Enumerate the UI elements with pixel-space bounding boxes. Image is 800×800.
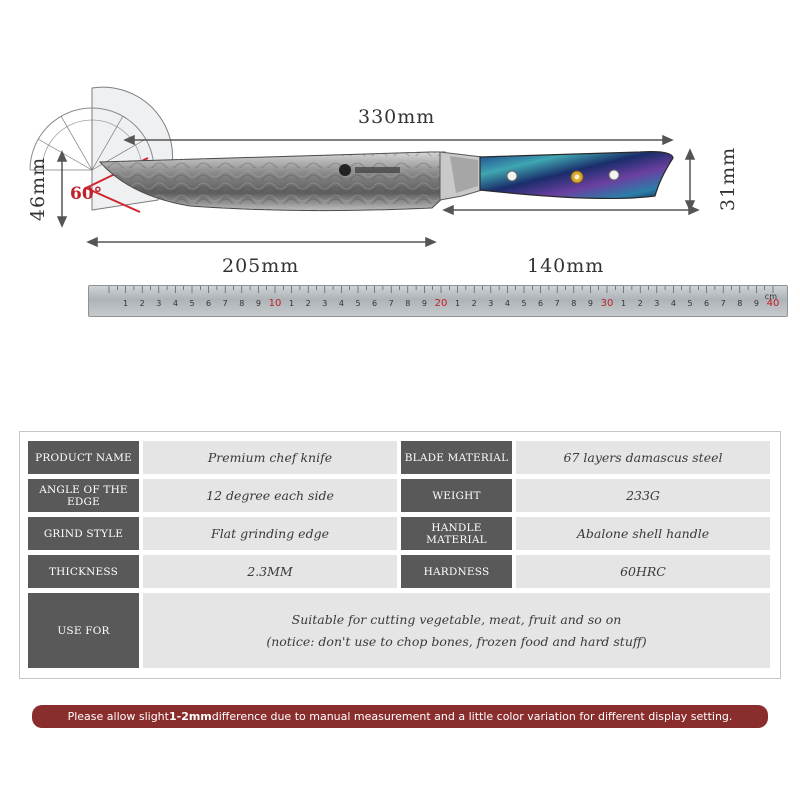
ruler-number: 7: [389, 299, 394, 308]
ruler-number: 6: [538, 299, 543, 308]
ruler-number: 4: [173, 299, 178, 308]
spec-label: PRODUCT NAME: [28, 441, 139, 474]
ruler-number: 8: [737, 299, 742, 308]
blade-length-label: 205mm: [222, 255, 300, 277]
spec-label: GRIND STYLE: [28, 517, 139, 550]
ruler-number: 8: [405, 299, 410, 308]
ruler-number: 9: [588, 299, 593, 308]
ruler-number: 3: [488, 299, 493, 308]
handle-length-label: 140mm: [527, 255, 605, 277]
spec-value: 67 layers damascus steel: [516, 441, 770, 474]
spec-value: 233G: [516, 479, 770, 512]
spec-row: GRIND STYLE Flat grinding edge HANDLE MA…: [28, 517, 770, 550]
ruler-unit-label: cm: [764, 292, 777, 301]
ruler-number: 6: [704, 299, 709, 308]
ruler-number: 2: [472, 299, 477, 308]
ruler-number: 3: [156, 299, 161, 308]
ruler-number: 7: [721, 299, 726, 308]
ruler-number: 1: [455, 299, 460, 308]
spec-value: Abalone shell handle: [516, 517, 770, 550]
measuring-ruler: 1 2 3 4 5 6 7 8 9 10 1 2 3 4 5 6 7 8 9 20 1 2 3 4 5 6 7 8 9 30 1 2 3 4 5 6 7…: [88, 285, 788, 317]
ruler-number: 1: [621, 299, 626, 308]
use-for-notice-line: (notice: don't use to chop bones, frozen…: [266, 633, 647, 649]
spec-label: WEIGHT: [401, 479, 512, 512]
spec-value: Flat grinding edge: [143, 517, 397, 550]
ruler-number: 3: [322, 299, 327, 308]
use-for-line: Suitable for cutting vegetable, meat, fr…: [291, 611, 622, 627]
ruler-number: 7: [555, 299, 560, 308]
use-for-value: Suitable for cutting vegetable, meat, fr…: [143, 593, 770, 668]
ruler-number: 4: [339, 299, 344, 308]
spec-value: 12 degree each side: [143, 479, 397, 512]
brand-logo-mark: [339, 164, 351, 176]
edge-angle-label: 60°: [70, 184, 103, 204]
ruler-number: 5: [687, 299, 692, 308]
ruler-number: 4: [505, 299, 510, 308]
spec-row: THICKNESS 2.3MM HARDNESS 60HRC: [28, 555, 770, 588]
ruler-number: 1: [123, 299, 128, 308]
spec-value: Premium chef knife: [143, 441, 397, 474]
ruler-number: 40: [767, 298, 780, 309]
blade-height-label: 46mm: [27, 156, 50, 222]
disclaimer-prefix: Please allow slight: [67, 710, 169, 723]
handle-height-label: 31mm: [717, 146, 740, 212]
disclaimer-suffix: difference due to manual measurement and…: [211, 710, 733, 723]
spec-label: THICKNESS: [28, 555, 139, 588]
ruler-number: 2: [140, 299, 145, 308]
disclaimer-highlight: 1-2mm: [168, 710, 212, 723]
spec-row-use-for: USE FOR Suitable for cutting vegetable, …: [28, 593, 770, 668]
knife-illustration: [29, 86, 700, 248]
measurement-disclaimer: Please allow slight 1-2mm difference due…: [32, 705, 768, 728]
overall-length-label: 330mm: [358, 106, 436, 128]
ruler-number: 6: [372, 299, 377, 308]
ruler-number: 8: [239, 299, 244, 308]
ruler-number: 20: [435, 298, 448, 309]
ruler-number: 5: [355, 299, 360, 308]
ruler-number: 5: [521, 299, 526, 308]
ruler-scale: 1 2 3 4 5 6 7 8 9 10 1 2 3 4 5 6 7 8 9 20 1 2 3 4 5 6 7 8 9 30 1 2 3 4 5 6 7…: [108, 286, 780, 309]
ruler-number: 2: [306, 299, 311, 308]
ruler-number: 10: [269, 298, 282, 309]
spec-label: ANGLE OF THE EDGE: [28, 479, 139, 512]
ruler-number: 9: [422, 299, 427, 308]
spec-value: 2.3MM: [143, 555, 397, 588]
spec-label: HARDNESS: [401, 555, 512, 588]
spec-label: USE FOR: [28, 593, 139, 668]
spec-table: PRODUCT NAME Premium chef knife BLADE MA…: [28, 441, 770, 668]
knife-dimension-diagram: 330mm 46mm 31mm 205mm 140mm 60° 1 2 3 4 5 6 7 8…: [0, 0, 800, 340]
spec-label: HANDLE MATERIAL: [401, 517, 512, 550]
ruler-number: 3: [654, 299, 659, 308]
ruler-number: 1: [289, 299, 294, 308]
ruler-number: 5: [189, 299, 194, 308]
ruler-number: 8: [571, 299, 576, 308]
spec-row: PRODUCT NAME Premium chef knife BLADE MA…: [28, 441, 770, 474]
ruler-number: 4: [671, 299, 676, 308]
ruler-number: 9: [256, 299, 261, 308]
ruler-number: 2: [638, 299, 643, 308]
ruler-number: 30: [601, 298, 614, 309]
spec-value: 60HRC: [516, 555, 770, 588]
ruler-number: 9: [754, 299, 759, 308]
spec-label: BLADE MATERIAL: [401, 441, 512, 474]
ruler-number: 6: [206, 299, 211, 308]
ruler-number: 7: [223, 299, 228, 308]
spec-row: ANGLE OF THE EDGE 12 degree each side WE…: [28, 479, 770, 512]
